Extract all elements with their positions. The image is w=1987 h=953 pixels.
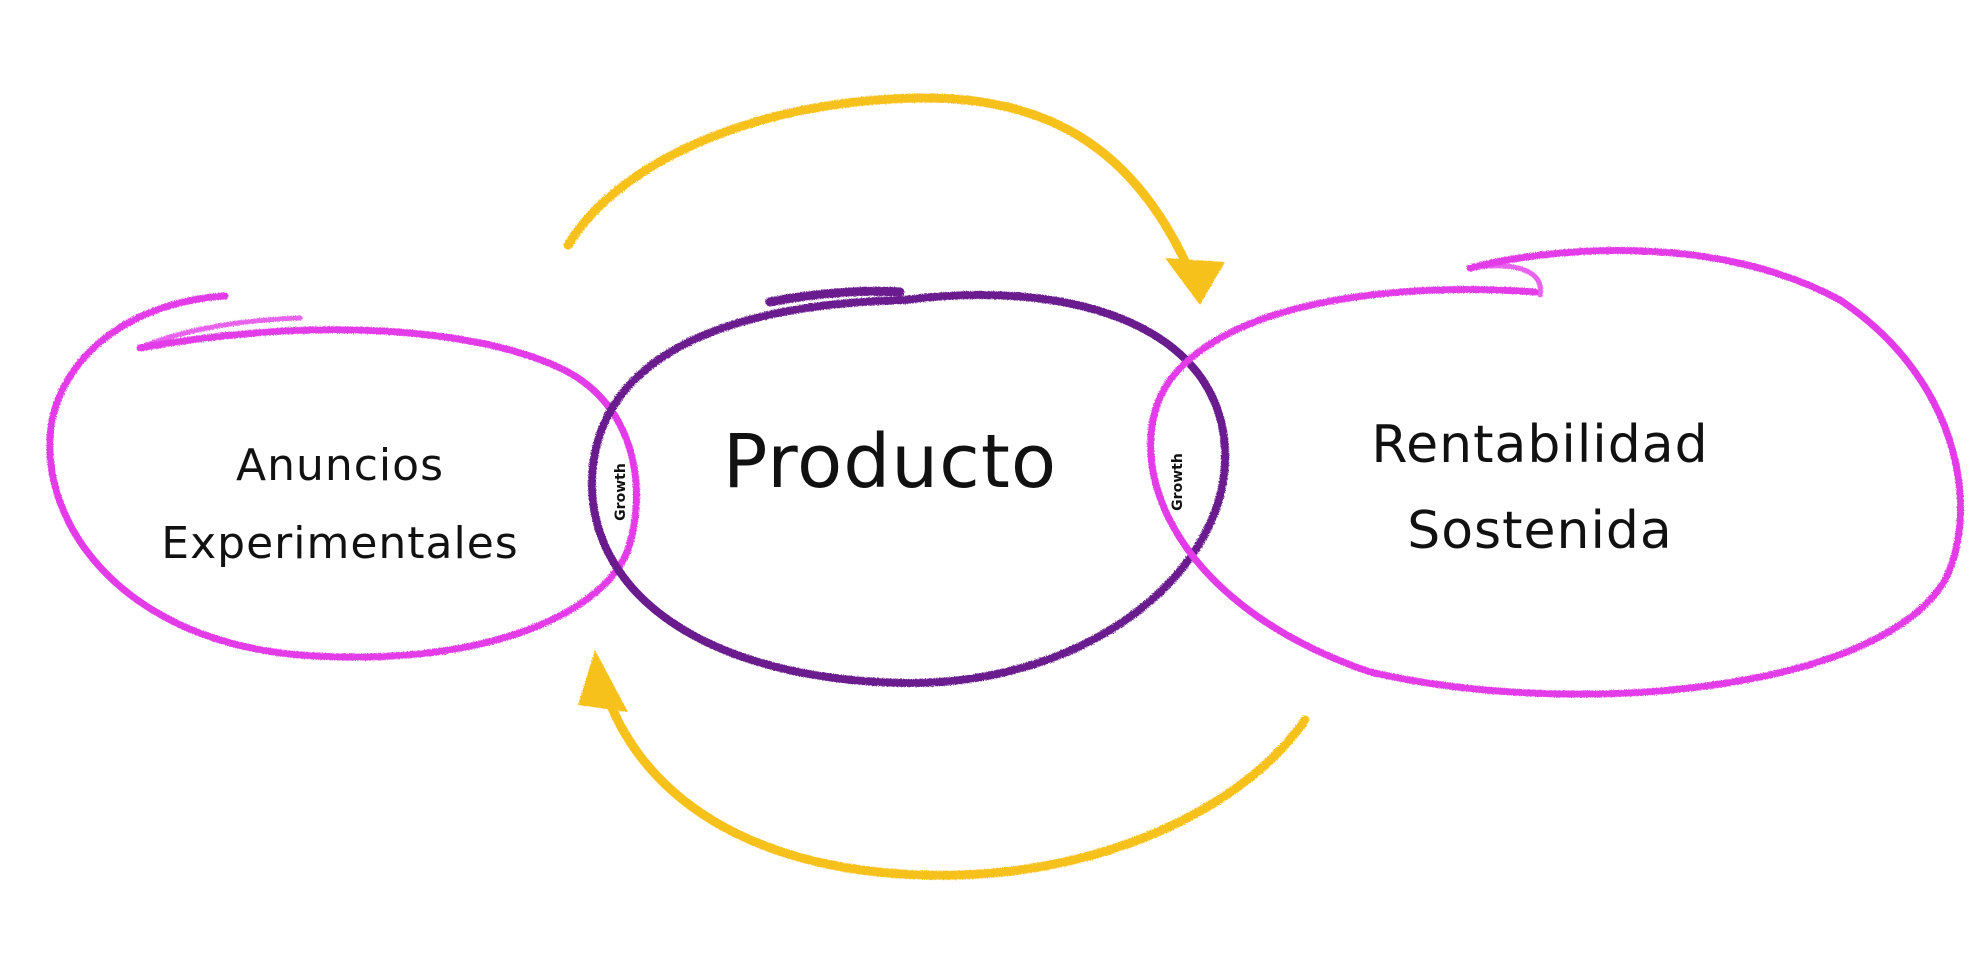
right-overlap-label: Growth [1170,453,1186,511]
center-node-label: Producto [722,419,1058,505]
right-node-line2: Sostenida [1407,501,1673,561]
left-node-line1: Anuncios [235,440,445,491]
left-node-label: Anuncios Experimentales [120,427,560,583]
bottom-arrow [578,650,1310,880]
top-arrowhead [1165,258,1225,305]
left-overlap-label: Growth [613,463,629,521]
bottom-arrowhead [578,650,628,712]
right-node-label: Rentabilidad Sostenida [1290,402,1790,574]
top-arrow [563,93,1225,305]
right-ellipse [1147,246,1964,698]
left-ellipse [46,292,640,661]
center-ellipse [587,286,1230,688]
left-node-line2: Experimentales [161,518,519,569]
right-node-line1: Rentabilidad [1371,415,1709,475]
